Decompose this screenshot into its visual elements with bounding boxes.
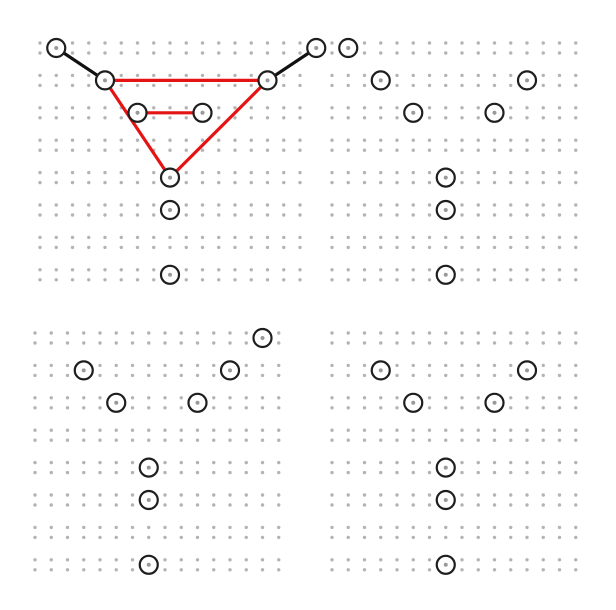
node-circle <box>435 554 456 575</box>
node-center-dot <box>260 336 265 340</box>
node-circle <box>370 70 391 91</box>
node-circle <box>219 360 241 381</box>
node-circle <box>106 392 127 413</box>
node-center-dot <box>195 400 200 405</box>
node-center-dot <box>168 272 172 277</box>
node-center-dot <box>411 110 416 115</box>
node-center-dot <box>525 78 529 83</box>
panel-bottom-right <box>330 331 594 575</box>
node-circle <box>435 457 456 478</box>
node-center-dot <box>314 46 319 50</box>
node-circle <box>252 327 273 349</box>
node-circle <box>159 264 181 285</box>
node-center-dot <box>135 110 140 115</box>
node-circle <box>192 102 213 123</box>
node-center-dot <box>168 175 172 180</box>
panel-top-left <box>38 37 327 285</box>
node-center-dot <box>146 498 151 502</box>
node-circle <box>257 70 278 91</box>
node-circle <box>516 360 538 381</box>
node-center-dot <box>443 175 448 180</box>
node-center-dot <box>443 465 448 470</box>
node-circle <box>435 264 456 285</box>
node-circle <box>138 457 159 478</box>
node-circle <box>306 37 327 59</box>
node-circle <box>435 167 456 188</box>
node-center-dot <box>378 368 383 373</box>
dot-grid <box>330 331 594 572</box>
node-center-dot <box>443 272 448 277</box>
dot-grid <box>33 331 297 572</box>
node-circle <box>159 199 181 221</box>
node-circle <box>73 360 94 381</box>
node-center-dot <box>54 46 59 50</box>
edge-red <box>103 78 172 180</box>
node-center-dot <box>146 465 151 470</box>
node-circle <box>484 102 505 123</box>
node-circle <box>435 489 456 511</box>
node-center-dot <box>146 562 151 567</box>
node-center-dot <box>168 208 172 212</box>
node-circle <box>370 360 391 381</box>
node-center-dot <box>200 110 205 115</box>
node-center-dot <box>81 368 86 373</box>
node-center-dot <box>265 78 270 83</box>
node-center-dot <box>114 400 119 405</box>
node-center-dot <box>443 498 448 502</box>
node-circle <box>159 167 181 188</box>
dot-grid <box>330 41 594 282</box>
node-center-dot <box>346 46 351 50</box>
node-circle <box>403 392 424 413</box>
node-center-dot <box>443 562 448 567</box>
node-circle <box>187 392 208 413</box>
node-circle <box>127 102 148 123</box>
node-circle <box>435 199 456 221</box>
node-center-dot <box>492 110 497 115</box>
node-center-dot <box>443 208 448 212</box>
node-center-dot <box>525 368 529 373</box>
node-center-dot <box>411 400 416 405</box>
node-center-dot <box>378 78 383 83</box>
panel-top-right <box>330 37 594 285</box>
node-circle <box>484 392 505 413</box>
node-circle <box>338 37 359 59</box>
node-circle <box>138 554 159 575</box>
panel-bottom-left <box>33 327 297 575</box>
node-circle <box>138 489 159 511</box>
node-center-dot <box>103 78 107 83</box>
node-center-dot <box>228 368 232 373</box>
node-circle <box>516 70 538 91</box>
node-circle <box>46 37 67 59</box>
node-circle <box>94 70 116 91</box>
node-circle <box>403 102 424 123</box>
edge-red <box>168 78 270 180</box>
node-center-dot <box>492 400 497 405</box>
